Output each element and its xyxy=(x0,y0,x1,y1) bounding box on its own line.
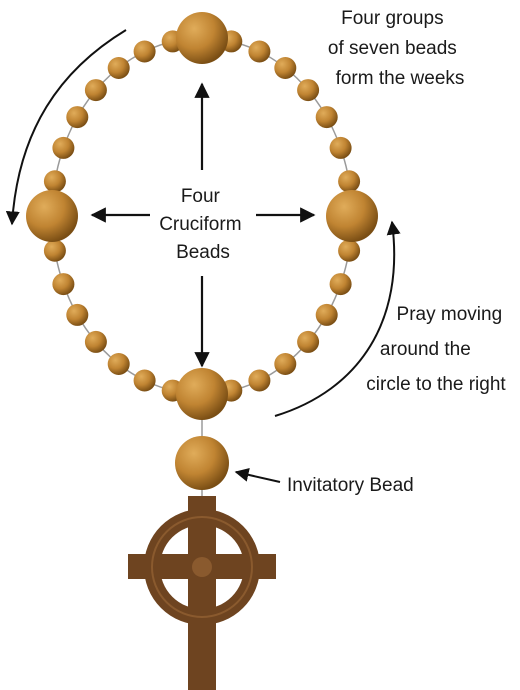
week-bead xyxy=(297,79,320,102)
weeks-label: Four groups of seven beads form the week… xyxy=(328,8,464,89)
week-bead xyxy=(248,369,271,392)
week-bead xyxy=(52,136,75,159)
week-bead xyxy=(107,353,130,375)
left-curve-arrow xyxy=(5,29,127,226)
week-bead xyxy=(43,239,66,262)
week-bead xyxy=(84,330,107,353)
week-bead xyxy=(315,303,338,326)
week-bead xyxy=(297,330,320,353)
week-bead xyxy=(43,170,66,193)
week-bead xyxy=(52,273,75,296)
week-bead xyxy=(274,57,297,79)
cruciform-bead-left xyxy=(26,190,78,242)
invitatory-bead xyxy=(175,436,229,490)
right-curve-arrow xyxy=(274,220,401,417)
week-bead xyxy=(329,136,352,159)
direction-label: Pray moving around the circle to the rig… xyxy=(366,304,507,395)
week-bead xyxy=(66,303,89,326)
week-bead xyxy=(315,106,338,129)
week-bead xyxy=(66,106,89,129)
cruciform-beads xyxy=(26,12,378,420)
week-bead xyxy=(338,239,361,262)
celtic-cross xyxy=(128,496,276,690)
cruciform-bead-bottom xyxy=(176,368,228,420)
week-bead xyxy=(338,170,361,193)
week-bead xyxy=(329,273,352,296)
invitatory-arrow xyxy=(234,467,281,483)
week-bead xyxy=(133,369,156,392)
cruciform-bead-right xyxy=(326,190,378,242)
cruciform-label: Four Cruciform Beads xyxy=(159,186,247,263)
week-bead xyxy=(248,40,271,63)
invitatory-label: Invitatory Bead xyxy=(287,475,414,496)
cruciform-bead-top xyxy=(176,12,228,64)
week-bead xyxy=(133,40,156,63)
week-bead xyxy=(107,57,130,79)
week-bead xyxy=(274,353,297,375)
cruciform-arrows xyxy=(90,82,316,368)
week-bead xyxy=(84,79,107,102)
